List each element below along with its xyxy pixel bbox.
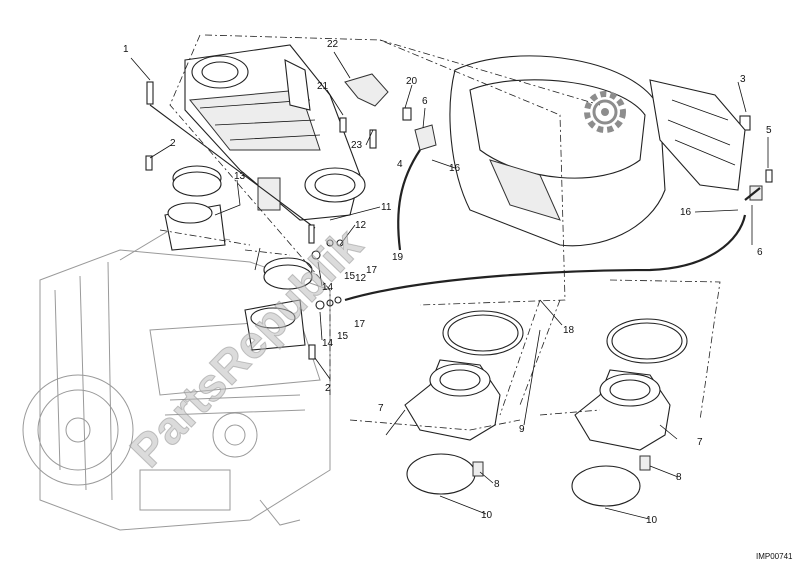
part-label: 7 xyxy=(378,403,384,414)
part-label: 13 xyxy=(234,171,246,182)
part-label: 23 xyxy=(351,140,363,151)
intake-flanges xyxy=(404,310,688,507)
part-label: 8 xyxy=(494,479,500,490)
part-label: 22 xyxy=(327,39,339,50)
part-label: 12 xyxy=(355,273,367,284)
manifold-parts xyxy=(145,73,773,360)
part-label: 4 xyxy=(397,159,403,170)
part-label: 10 xyxy=(646,515,658,526)
part-label: 8 xyxy=(676,472,682,483)
leader-lines xyxy=(130,51,769,520)
part-label: 16 xyxy=(449,163,461,174)
breather-hoses xyxy=(344,149,761,302)
part-label: 17 xyxy=(354,319,366,330)
image-code: IMP00741 xyxy=(756,552,793,561)
throttle-body-assembly xyxy=(149,44,366,229)
part-label: 15 xyxy=(337,331,349,342)
part-label: 16 xyxy=(680,207,692,218)
part-label: 2 xyxy=(170,138,176,149)
part-label: 2 xyxy=(325,383,331,394)
part-label: 10 xyxy=(481,510,493,521)
part-label: 3 xyxy=(740,74,746,85)
airbox xyxy=(449,55,746,247)
part-label: 6 xyxy=(757,247,763,258)
part-label: 1 xyxy=(123,44,129,55)
group-outlines xyxy=(159,34,721,431)
part-label: 17 xyxy=(366,265,378,276)
part-label: 20 xyxy=(406,76,418,87)
part-label: 14 xyxy=(322,282,334,293)
part-label: 14 xyxy=(322,338,334,349)
part-label: 6 xyxy=(422,96,428,107)
part-label: 21 xyxy=(317,81,329,92)
part-label: 12 xyxy=(355,220,367,231)
part-labels: 1 2 2 3 4 5 6 6 7 7 8 8 9 10 10 11 12 12… xyxy=(123,39,772,526)
part-label: 7 xyxy=(697,437,703,448)
part-label: 9 xyxy=(519,424,525,435)
part-label: 18 xyxy=(563,325,575,336)
gear-icon xyxy=(584,91,626,133)
part-label: 11 xyxy=(381,202,392,213)
part-label: 15 xyxy=(344,271,356,282)
watermark-text: PartsRepublik xyxy=(120,218,373,477)
part-label: 5 xyxy=(766,125,772,136)
part-label: 19 xyxy=(392,252,404,263)
